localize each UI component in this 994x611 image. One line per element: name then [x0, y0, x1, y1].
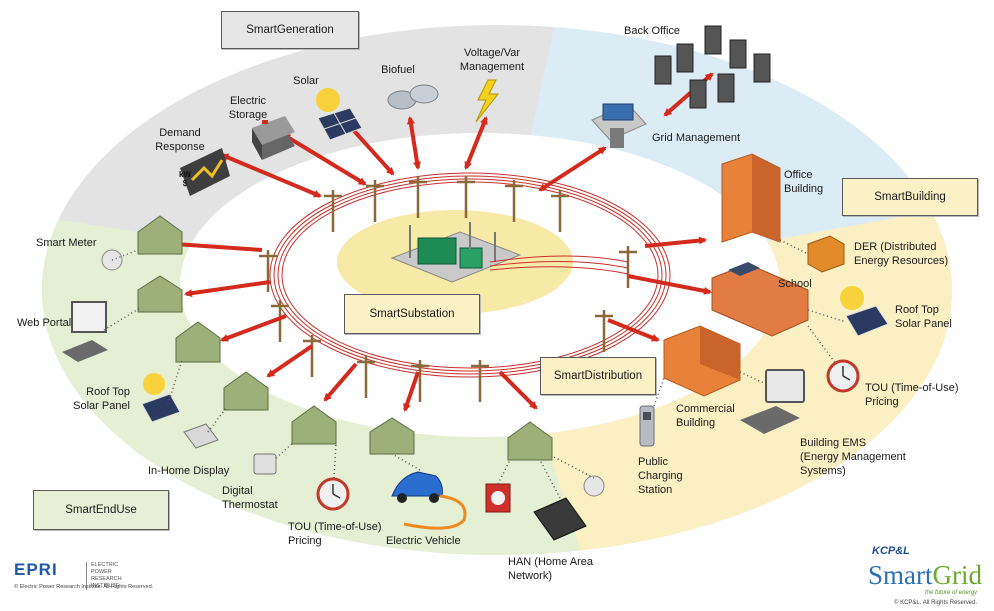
section-label: SmartEndUse: [65, 504, 137, 516]
section-smart-end-use: SmartEndUse: [33, 490, 169, 530]
label-end-use-tou: TOU (Time-of-Use) Pricing: [288, 521, 382, 547]
label-end-use-solar: Roof Top Solar Panel: [73, 386, 130, 412]
label-grid-management: Grid Management: [652, 132, 741, 144]
lightning-icon: [475, 79, 500, 123]
der-generator-icon: [807, 235, 845, 273]
in-home-display-icon: [183, 423, 219, 449]
label-building-ems: Building EMS (Energy Management Systems): [800, 437, 906, 477]
biofuel-tank-icon: [387, 84, 439, 110]
section-label: SmartDistribution: [553, 370, 643, 382]
smartgrid-grid: Grid: [932, 560, 983, 590]
section-label: SmartGeneration: [246, 24, 334, 36]
label-solar: Solar: [293, 75, 319, 87]
smartgrid-smart: Smart: [868, 560, 933, 590]
label-digital-thermostat: Digital Thermostat: [222, 485, 278, 511]
kcpl-logo: KCP&L: [872, 545, 910, 557]
label-der: DER (Distributed Energy Resources): [854, 241, 949, 267]
label-electric-storage: Electric Storage: [228, 95, 268, 121]
label-electric-vehicle: Electric Vehicle: [386, 535, 461, 547]
clock-icon: [826, 359, 860, 393]
substation-icon: [390, 222, 522, 283]
server-rack-icon: [654, 25, 771, 109]
power-flow-arrows: [173, 72, 714, 412]
label-demand-response: Demand Response: [155, 127, 205, 153]
label-biofuel: Biofuel: [381, 64, 415, 76]
label-public-charging: Public Charging Station: [638, 456, 683, 496]
tablet-icon: [533, 497, 587, 541]
section-label: SmartBuilding: [874, 191, 946, 203]
office-building-icon: [721, 153, 781, 243]
section-smart-building: SmartBuilding: [842, 178, 978, 216]
section-smart-distribution: SmartDistribution: [540, 357, 656, 395]
smartgrid-logo: SmartGrid: [868, 560, 982, 591]
section-label: SmartSubstation: [369, 308, 455, 320]
demand-response-meter-glyph: kW $: [179, 170, 191, 188]
epri-name: ELECTRIC POWER RESEARCH INSTITUTE: [86, 562, 122, 590]
computer-icon: [62, 301, 108, 362]
commercial-building-icon: [663, 325, 741, 397]
label-in-home-display: In-Home Display: [148, 465, 230, 477]
solar-panel-icon: [840, 286, 889, 337]
epri-copyright: © Electric Power Research Institute. All…: [14, 584, 154, 590]
school-icon: [711, 262, 809, 337]
epri-wordmark: EPRI: [14, 560, 58, 579]
connector-dots: [103, 239, 847, 499]
charging-station-icon: [639, 405, 655, 447]
label-han: HAN (Home Area Network): [508, 556, 593, 582]
section-smart-substation: SmartSubstation: [344, 294, 480, 334]
utility-pole-icon: [259, 176, 637, 402]
label-voltage-var: Voltage/Var Management: [459, 47, 525, 73]
label-office-building: Office Building: [784, 169, 824, 195]
demand-response-meter-icon: [180, 148, 230, 196]
label-smart-meter: Smart Meter: [36, 237, 97, 249]
control-room-icon: [591, 103, 647, 148]
solar-panel-icon: [316, 88, 363, 141]
washing-machine-icon: [485, 483, 511, 513]
label-building-solar: Roof Top Solar Panel: [895, 304, 952, 330]
label-school: School: [778, 278, 812, 290]
label-web-portal: Web Portal: [17, 317, 72, 329]
house-icon: [137, 215, 553, 461]
smart-meter-icon: [583, 475, 605, 497]
computer-icon: [740, 369, 805, 434]
label-building-tou: TOU (Time-of-Use) Pricing: [865, 382, 959, 408]
smartgrid-tagline: the future of energy: [925, 590, 978, 596]
feeder-lines: [489, 255, 629, 275]
section-smart-generation: SmartGeneration: [221, 11, 359, 49]
solar-panel-icon: [141, 373, 181, 423]
kcpl-copyright: © KCP&L. All Rights Reserved.: [894, 600, 978, 606]
electric-car-icon: [391, 471, 467, 530]
label-back-office: Back Office: [624, 25, 681, 37]
label-commercial-building: Commercial Building: [676, 403, 735, 429]
thermostat-icon: [253, 453, 277, 475]
clock-icon: [316, 477, 350, 511]
battery-icon: [252, 116, 295, 160]
